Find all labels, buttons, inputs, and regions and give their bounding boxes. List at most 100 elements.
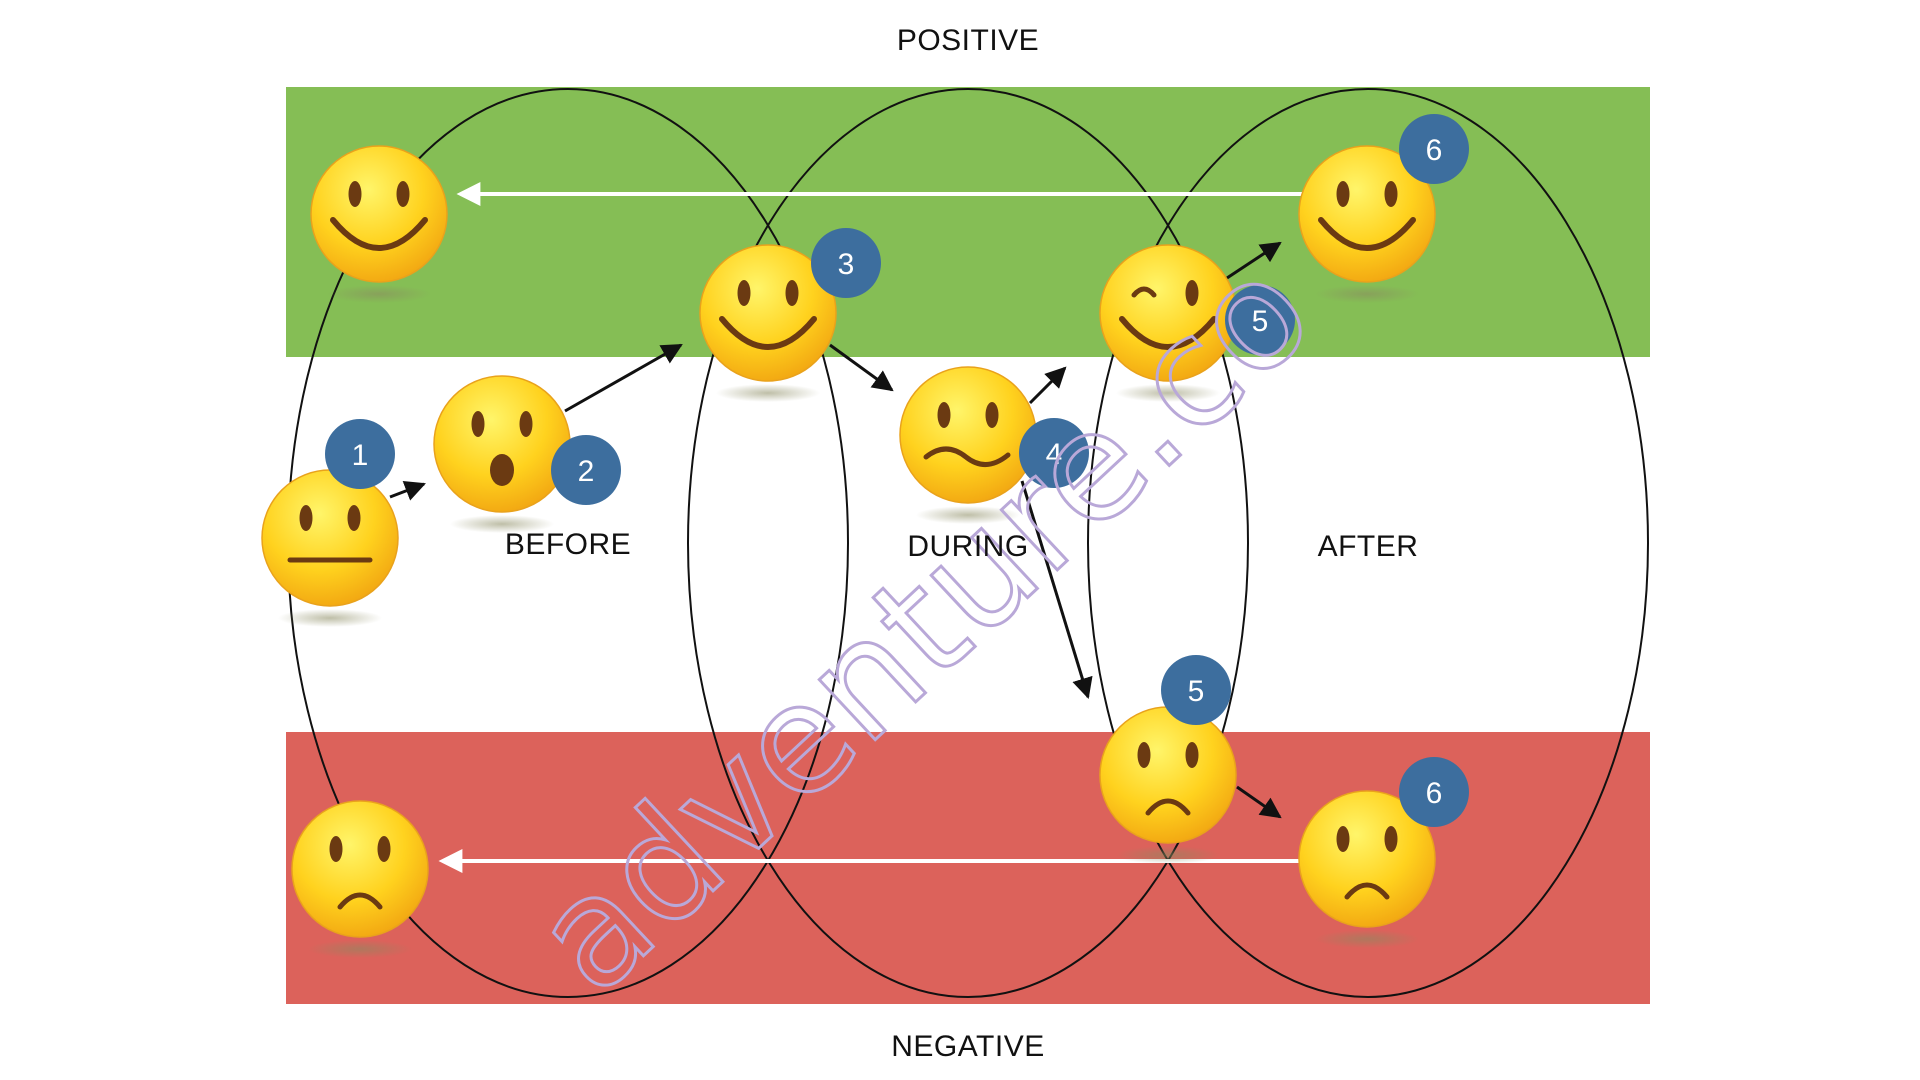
- arrow-1-to-2: [389, 480, 426, 501]
- face-mouth: [719, 316, 817, 350]
- face-mouth: [1145, 798, 1191, 816]
- badge-circle: [325, 419, 395, 489]
- step-face-6-happy: [1298, 145, 1436, 303]
- badge-circle: [551, 435, 621, 505]
- face-eye: [329, 836, 343, 862]
- flow-arrows: [389, 241, 1282, 819]
- face-disc: [1099, 706, 1237, 844]
- face-disc: [261, 469, 399, 607]
- step-face-2-surprised: [433, 375, 571, 533]
- face-eye: [519, 411, 533, 437]
- after-ellipse: [1087, 88, 1649, 998]
- face-disc: [291, 800, 429, 938]
- face-eye: [299, 505, 313, 531]
- step-face-4-uneasy: [899, 366, 1037, 524]
- arrow-5-to-6-positive: [1226, 241, 1282, 280]
- step-badge-6: 6: [1399, 757, 1469, 827]
- step-face-5-wink: [1099, 244, 1237, 402]
- badge-number: 3: [838, 248, 855, 281]
- face-eye: [737, 280, 751, 306]
- face-eye: [985, 402, 999, 428]
- face-mouth: [330, 217, 428, 251]
- face-eye: [396, 181, 410, 207]
- badge-circle: [1399, 757, 1469, 827]
- step-badge-5: 5: [1161, 655, 1231, 725]
- badges-layer: 1 2 3 4 5 5 6 6: [325, 114, 1469, 827]
- positive-label: POSITIVE: [896, 24, 1040, 57]
- face-eye: [1336, 826, 1350, 852]
- face-mouth: [1119, 316, 1217, 350]
- face-disc: [699, 244, 837, 382]
- during-ellipse: [687, 88, 1249, 998]
- badge-circle: [1225, 285, 1295, 355]
- face-shadow: [1116, 846, 1220, 864]
- badge-circle: [811, 228, 881, 298]
- step-badge-5: 5: [1225, 285, 1295, 355]
- arrow-4-to-5-positive: [1028, 366, 1067, 405]
- face-eye: [1384, 826, 1398, 852]
- face-disc: [433, 375, 571, 513]
- face-eye: [1185, 280, 1199, 306]
- face-eye: [471, 411, 485, 437]
- face-shadow: [916, 506, 1020, 524]
- face-shadow: [1315, 285, 1419, 303]
- face-eye: [1336, 181, 1350, 207]
- badge-number: 2: [578, 455, 595, 488]
- faces-layer: [261, 145, 1436, 958]
- step-badge-6: 6: [1399, 114, 1469, 184]
- negative-label: NEGATIVE: [891, 1030, 1045, 1063]
- face-shadow: [716, 384, 820, 402]
- badge-circle: [1399, 114, 1469, 184]
- badge-number: 4: [1046, 438, 1063, 471]
- face-disc: [1298, 145, 1436, 283]
- step-face-1-neutral: [261, 469, 399, 627]
- face-mouth: [490, 454, 514, 486]
- face-mouth: [337, 892, 383, 910]
- step-face-3-happy: [699, 244, 837, 402]
- badge-number: 5: [1188, 675, 1205, 708]
- step-badge-4: 4: [1019, 418, 1089, 488]
- face-shadow: [450, 515, 554, 533]
- after-label: AFTER: [1317, 530, 1419, 563]
- badge-number: 1: [352, 439, 369, 472]
- face-mouth: [1318, 217, 1416, 251]
- step-badge-1: 1: [325, 419, 395, 489]
- step-badge-3: 3: [811, 228, 881, 298]
- arrow-2-to-3: [564, 343, 683, 413]
- face-shadow: [278, 609, 382, 627]
- face-eye: [1185, 742, 1199, 768]
- face-shadow: [1116, 384, 1220, 402]
- face-shadow: [1315, 930, 1419, 948]
- badge-number: 5: [1252, 305, 1269, 338]
- watermark-logo: adventure.co: [502, 224, 1345, 1026]
- face-eye: [1137, 742, 1151, 768]
- badge-circle: [1019, 418, 1089, 488]
- badge-number: 6: [1426, 777, 1443, 810]
- face-eye: [377, 836, 391, 862]
- face-mouth: [923, 446, 1011, 467]
- badge-number: 6: [1426, 134, 1443, 167]
- arrow-3-to-4: [829, 343, 894, 392]
- face-shadow: [327, 285, 431, 303]
- arrow-4-to-5-negative: [1020, 480, 1093, 700]
- during-label: DURING: [907, 530, 1029, 563]
- face-eye: [1131, 286, 1157, 298]
- face-shadow: [308, 940, 412, 958]
- face-disc: [310, 145, 448, 283]
- feedback-face-sad: [291, 800, 429, 958]
- face-eye: [347, 505, 361, 531]
- face-disc: [1298, 790, 1436, 928]
- arrow-5-to-6-negative: [1236, 785, 1282, 819]
- face-mouth: [1344, 882, 1390, 900]
- before-label: BEFORE: [504, 528, 632, 561]
- step-badge-2: 2: [551, 435, 621, 505]
- feedback-face-happy: [310, 145, 448, 303]
- step-face-6-sad: [1298, 790, 1436, 948]
- face-eye: [785, 280, 799, 306]
- step-face-5-sad: [1099, 706, 1237, 864]
- badge-circle: [1161, 655, 1231, 725]
- face-eye: [348, 181, 362, 207]
- face-eye: [937, 402, 951, 428]
